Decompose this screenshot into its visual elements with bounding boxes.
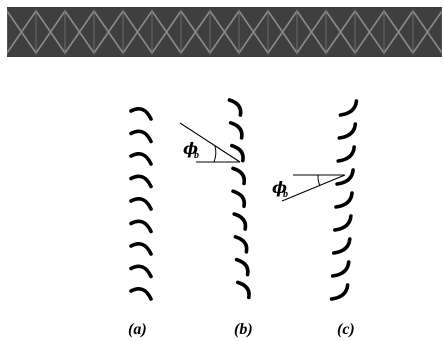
crescent-arc — [231, 166, 247, 186]
banner-lattice-line — [180, 10, 211, 54]
crescent-arc — [232, 212, 248, 231]
banner-lattice-line — [383, 10, 414, 54]
panel-a-arc-stack — [129, 107, 153, 301]
panel-c-tangent-line — [281, 174, 346, 202]
panel-c-angle-arc — [317, 174, 321, 187]
crescent-arc — [129, 264, 153, 279]
decorative-banner — [7, 7, 442, 57]
panel-b-arc-stack — [227, 98, 251, 300]
panel-a-label: (a) — [128, 321, 147, 338]
panel-c: ϕ b (c) — [272, 99, 359, 338]
banner-lattice-line — [151, 10, 182, 54]
banner-lattice-line — [325, 10, 356, 54]
crescent-arc — [332, 237, 352, 255]
panel-b-label: (b) — [234, 321, 253, 338]
crescent-arc — [234, 257, 250, 277]
crescent-arc — [129, 219, 153, 234]
crescent-arc — [228, 121, 244, 140]
banner-lattice-line — [93, 10, 124, 54]
banner-lattice-line — [412, 10, 442, 54]
crescent-arc — [129, 107, 153, 121]
crescent-arc — [227, 98, 243, 117]
banner-lattice-line — [267, 10, 298, 54]
panel-b-phi: ϕ — [183, 139, 198, 158]
panel-c-phi-subscript: b — [283, 189, 288, 200]
crescent-arc — [335, 168, 355, 186]
banner-lattice-line — [354, 10, 385, 54]
panel-b-angle-arc — [213, 145, 217, 163]
panel-c-arc-stack — [329, 99, 359, 301]
panel-b-angle-label: ϕ b — [183, 139, 199, 161]
crescent-arc — [129, 197, 153, 211]
panel-c-phi: ϕ — [272, 178, 287, 197]
crescent-arc — [129, 287, 153, 301]
crescent-arc — [129, 242, 153, 256]
panel-b-tangent-line — [179, 122, 241, 163]
panel-b-phi-subscript: b — [194, 150, 199, 161]
banner-lattice-line — [238, 10, 269, 54]
crescent-arc — [336, 145, 356, 163]
banner-lattice-line — [122, 10, 153, 54]
crescent-arc — [337, 122, 358, 140]
banner-lattice-line — [64, 10, 95, 54]
banner-lattice-line — [209, 10, 240, 54]
crescent-arc — [231, 189, 247, 208]
crescent-arc — [129, 129, 153, 144]
crescent-arc — [330, 260, 351, 278]
crescent-arc — [129, 152, 153, 166]
banner-lattice — [7, 9, 442, 55]
panel-b: ϕ b (b) — [179, 98, 253, 338]
crescent-arc — [230, 143, 245, 163]
banner-lattice-line — [7, 10, 37, 54]
crescent-arc — [334, 191, 354, 209]
crescent-arc — [233, 235, 249, 254]
crescent-arc — [338, 99, 359, 117]
crescent-arc — [236, 280, 251, 300]
banner-lattice-line — [296, 10, 327, 54]
banner-lattice-line — [35, 10, 66, 54]
panel-c-angle-label: ϕ b — [272, 178, 288, 200]
crescent-arc — [333, 214, 353, 232]
crescent-arc — [329, 283, 350, 301]
crescent-arc — [129, 174, 153, 189]
panel-a: (a) — [128, 107, 153, 338]
panel-c-label: (c) — [337, 321, 355, 338]
